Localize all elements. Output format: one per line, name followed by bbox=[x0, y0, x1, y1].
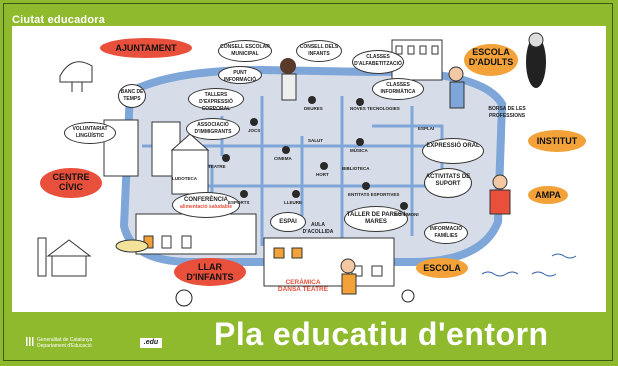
bubble-associacio-immigrants: ASSOCIACIÓ D'IMMIGRANTS bbox=[186, 118, 240, 140]
icon-musica: MÚSICA bbox=[350, 148, 368, 153]
icon-entitats: ENTITATS ESPORTIVES bbox=[348, 192, 400, 197]
bubble-borsa-professions: BORSA DE LES PROFESSIONS bbox=[488, 106, 526, 119]
header-title: Ciutat educadora bbox=[12, 14, 106, 26]
area-escola: ESCOLA bbox=[416, 258, 468, 278]
icon-lleure: LLEURE bbox=[284, 200, 302, 205]
icon-cinema: CINEMA bbox=[274, 156, 292, 161]
poster-title: Pla educatiu d'entorn bbox=[214, 316, 549, 352]
icon-ludoteca: LUDOTECA bbox=[172, 176, 197, 181]
icon-tecnologies: NOVES TECNOLOGIES bbox=[350, 106, 400, 111]
area-institut: INSTITUT bbox=[528, 130, 586, 152]
poster-border bbox=[3, 3, 613, 361]
bubble-voluntariat: VOLUNTARIAT LINGÜÍSTIC bbox=[64, 122, 116, 144]
icon-patrimoni: PATRIMONI bbox=[394, 212, 419, 217]
sea-waves bbox=[481, 253, 577, 277]
area-centre-civic: CENTRE CÍVIC bbox=[40, 168, 102, 198]
bubble-conferencia-sub: alimentació saludable bbox=[180, 204, 232, 210]
edu-logo: .edu bbox=[140, 338, 162, 348]
bubble-consell-escolar: CONSELL ESCOLAR MUNICIPAL bbox=[218, 40, 272, 62]
building-llar bbox=[135, 213, 257, 255]
icon-hort: HORT bbox=[316, 172, 329, 177]
hut-top-left bbox=[59, 61, 93, 92]
area-llar-infants: LLAR D'INFANTS bbox=[174, 258, 246, 286]
cottage-bottom-left bbox=[37, 237, 92, 277]
bubble-conferencia: CONFERÈNCIA alimentació saludable bbox=[172, 192, 240, 218]
bubble-conferencia-title: CONFERÈNCIA bbox=[183, 197, 228, 203]
illustration-canvas: AJUNTAMENT ESCOLA D'ADULTS INSTITUT CENT… bbox=[12, 26, 606, 312]
bubble-consell-infants: CONSELL DELS INFANTS bbox=[296, 40, 342, 62]
bubble-expressio-oral: EXPRESSIÓ ORAL bbox=[422, 138, 484, 164]
area-ceramica: CERÀMICA DANSA TEATRE bbox=[277, 279, 329, 293]
bubble-classes-alfabetitzacio: CLASSES D'ALFABETITZACIÓ bbox=[352, 50, 404, 74]
area-ajuntament: AJUNTAMENT bbox=[100, 38, 192, 58]
bubble-banc-temps: BANC DE TEMPS bbox=[118, 84, 146, 108]
bubble-tallers-expressio: TALLERS D'EXPRESSIÓ CORPORAL bbox=[188, 88, 244, 112]
icon-jocs: JOCS bbox=[248, 128, 261, 133]
icon-esplai: ESPLAI bbox=[418, 126, 435, 131]
building-escola bbox=[263, 237, 395, 287]
area-ampa: AMPA bbox=[528, 186, 568, 204]
bubble-informacio-families: INFORMACIÓ FAMÍLIES bbox=[424, 222, 468, 244]
icon-deures: DEURES bbox=[304, 106, 323, 111]
ball-icon bbox=[401, 289, 415, 303]
generalitat-line-1: Generalitat de Catalunya bbox=[37, 337, 93, 343]
generalitat-line-2: Departament d'Educació bbox=[37, 343, 92, 349]
bubble-taller-pares: TALLER DE PARES I MARES bbox=[344, 206, 408, 232]
bubble-punt-informacio: PUNT INFORMACIÓ bbox=[218, 66, 262, 84]
building-left bbox=[103, 119, 210, 195]
icon-salut: SALUT bbox=[308, 138, 323, 143]
clock-icon bbox=[175, 289, 193, 307]
bubble-aula-acollida: AULA D'ACOLLIDA bbox=[302, 222, 334, 235]
generalitat-logo: Generalitat de Catalunya Departament d'E… bbox=[26, 337, 92, 349]
person-figures bbox=[115, 32, 546, 295]
icon-teatre: TEATRE bbox=[208, 164, 226, 169]
icon-esports: ESPORTS bbox=[228, 200, 250, 205]
bubble-activitats-suport: ACTIVITATS DE SUPORT bbox=[424, 168, 472, 198]
map-illustration bbox=[37, 32, 577, 307]
bubble-espai: ESPAI bbox=[270, 212, 306, 232]
icon-biblioteca: BIBLIOTECA bbox=[342, 166, 370, 171]
bubble-classes-informatica: CLASSES INFORMÀTICA bbox=[372, 78, 424, 100]
generalitat-emblem-icon bbox=[26, 337, 34, 346]
area-escola-adults: ESCOLA D'ADULTS bbox=[464, 44, 518, 76]
